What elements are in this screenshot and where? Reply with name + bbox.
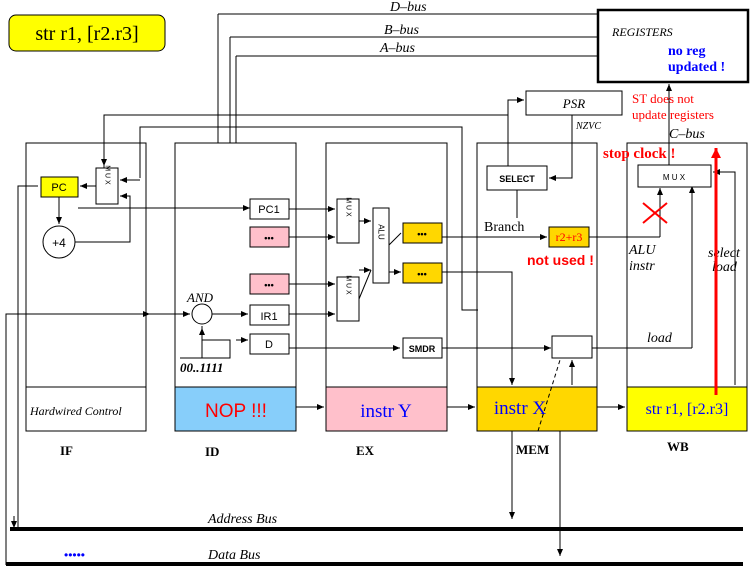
and-label: AND xyxy=(186,290,214,305)
hardwired-control-bar xyxy=(25,386,147,432)
stage-wb-panel xyxy=(626,142,748,432)
id-instr-bar xyxy=(174,386,297,432)
ir1-label: IR1 xyxy=(260,311,277,323)
select-load-label-2: load xyxy=(712,260,738,275)
select-label: SELECT xyxy=(499,174,535,184)
wb-mux-label: M U X xyxy=(663,173,686,182)
alu-label: ALU xyxy=(377,224,386,240)
wb-instr-text: str r1, [r2.r3] xyxy=(646,401,729,418)
alu-block xyxy=(372,207,390,284)
st-note-1: ST does not xyxy=(632,91,694,106)
id-b-latch-dots: ••• xyxy=(264,233,273,243)
select-block xyxy=(486,165,548,191)
smdr-label: SMDR xyxy=(409,344,436,354)
stage-label-ex: EX xyxy=(356,443,375,458)
psr-register xyxy=(525,90,623,116)
mem-instr-text: instr X xyxy=(494,398,547,419)
data-bus-label: Data Bus xyxy=(207,548,261,563)
pc-label: PC xyxy=(51,182,66,194)
ex-instr-text: instr Y xyxy=(360,401,412,422)
alu-instr-label-1: ALU xyxy=(628,243,656,258)
and-gate xyxy=(191,303,213,325)
data-bus-dots: ••••• xyxy=(64,548,85,562)
d-register xyxy=(249,333,290,355)
b-bus-label: B–bus xyxy=(384,23,420,38)
select-load-label-1: select xyxy=(708,246,741,261)
mem-instr-bar xyxy=(476,386,598,432)
title-box xyxy=(8,14,166,52)
stage-label-wb: WB xyxy=(667,439,689,454)
ex-mux-bottom-label: M U X xyxy=(345,275,352,295)
a-bus-label: A–bus xyxy=(379,41,416,56)
ex-alu-latch xyxy=(402,222,443,244)
registers-label: REGISTERS xyxy=(611,25,673,39)
d-label: D xyxy=(265,339,273,351)
registers-box xyxy=(596,8,750,84)
nop-fill-label: 00..1111 xyxy=(180,360,223,375)
wb-instr-bar xyxy=(626,386,748,432)
registers-note-2: updated ! xyxy=(668,60,725,75)
stage-label-id: ID xyxy=(205,444,219,459)
r2r3-label: r2+r3 xyxy=(556,230,583,244)
branch-label: Branch xyxy=(484,220,524,235)
ex-b-latch-dots: ••• xyxy=(417,269,426,279)
hardwired-control-label: Hardwired Control xyxy=(29,404,122,418)
alu-instr-label-2: instr xyxy=(629,259,655,274)
id-instr-text: NOP !!! xyxy=(205,401,267,422)
if-mux-label: M U X xyxy=(104,165,111,185)
ex-b-latch xyxy=(402,262,443,284)
stage-mem-panel xyxy=(476,142,598,432)
d-bus-label: D–bus xyxy=(389,0,427,15)
stage-label-if: IF xyxy=(60,443,73,458)
id-a-latch-dots: ••• xyxy=(264,280,273,290)
stop-clock-note: stop clock ! xyxy=(603,146,676,162)
psr-label: PSR xyxy=(562,96,585,111)
title-text: str r1, [r2.r3] xyxy=(35,23,138,45)
ir1-register xyxy=(249,304,290,326)
wb-mux xyxy=(637,164,712,188)
stage-label-mem: MEM xyxy=(516,442,549,457)
ex-alu-latch-dots: ••• xyxy=(417,229,426,239)
st-note-2: update registers xyxy=(632,107,714,122)
psr-flags: NZVC xyxy=(575,121,601,132)
not-used-label: not used ! xyxy=(527,252,594,268)
plus4-label: +4 xyxy=(52,236,66,250)
ex-mux-top-label: M U X xyxy=(345,197,352,217)
pc1-label: PC1 xyxy=(258,204,279,216)
mem-load-latch xyxy=(551,335,593,359)
c-bus-label: C–bus xyxy=(669,127,705,142)
address-bus-label: Address Bus xyxy=(207,512,278,527)
ex-instr-bar xyxy=(325,386,448,432)
registers-note-1: no reg xyxy=(668,44,705,59)
load-label: load xyxy=(647,331,673,346)
stage-id-panel xyxy=(174,142,297,432)
